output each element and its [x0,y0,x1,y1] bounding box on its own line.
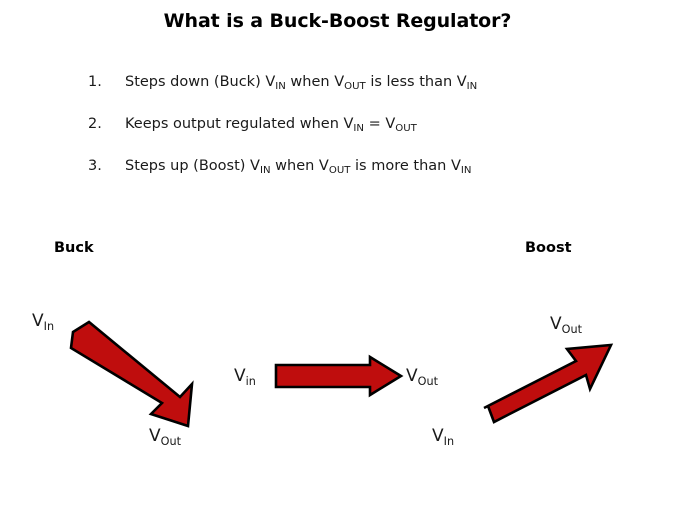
list-item-subscript-2: OUT [328,165,351,176]
boost-input-voltage-label: VIn [432,426,455,448]
buck-output-voltage-label: VOut [149,426,181,448]
page-title: What is a Buck-Boost Regulator? [163,10,512,32]
list-item-text-middle: when V [285,74,345,90]
list-item-text: Steps down (Buck) VIN when VOUT is less … [125,72,477,94]
buck-input-voltage-subscript: In [43,320,55,333]
regulated-output-voltage-subscript: Out [417,375,438,388]
buck-output-voltage-symbol: V [149,426,161,446]
list-item: 3. Steps up (Boost) VIN when VOUT is mor… [88,156,648,198]
list-item-text-middle: = V [363,116,396,132]
buck-input-voltage-symbol: V [32,311,44,331]
list-item-text-tail: is less than V [365,74,467,90]
regulated-output-voltage-symbol: V [406,366,418,386]
buck-output-voltage-subscript: Out [160,435,181,448]
buck-input-voltage-label: VIn [32,311,55,333]
regulated-input-voltage-subscript: in [245,375,256,388]
regulated-output-voltage-label: VOut [406,366,438,388]
section-label-boost: Boost [525,240,572,256]
list-item-number: 1. [88,74,102,90]
list-item-text: Steps up (Boost) VIN when VOUT is more t… [125,156,471,178]
regulated-arrow-icon [274,354,404,398]
boost-input-voltage-subscript: In [443,435,455,448]
list-item-subscript-3: IN [460,165,472,176]
list-item-number: 2. [88,116,102,132]
buck-arrow-icon [69,320,194,428]
list-item-text-tail: is more than V [350,158,461,174]
boost-output-voltage-symbol: V [550,314,562,334]
boost-input-voltage-symbol: V [432,426,444,446]
numbered-list: 1. Steps down (Buck) VIN when VOUT is le… [88,72,648,198]
list-item: 2. Keeps output regulated when VIN = VOU… [88,114,648,156]
boost-output-voltage-subscript: Out [561,323,582,336]
list-item-text-prefix: Steps down (Buck) V [125,74,276,90]
boost-arrow-icon [483,343,614,424]
list-item-subscript-3: IN [466,81,478,92]
regulated-input-voltage-symbol: V [234,366,246,386]
section-label-buck: Buck [54,240,94,256]
list-item-text-middle: when V [270,158,329,174]
list-item-subscript-1: IN [259,165,271,176]
list-item-subscript-1: IN [275,81,286,92]
list-item-number: 3. [88,158,102,174]
list-item-text-prefix: Steps up (Boost) V [125,158,260,174]
list-item-subscript-2: OUT [395,123,417,134]
list-item-subscript-2: OUT [344,81,366,92]
list-item-text-prefix: Keeps output regulated when V [125,116,354,132]
list-item-subscript-1: IN [353,123,364,134]
boost-output-voltage-label: VOut [550,314,582,336]
list-item: 1. Steps down (Buck) VIN when VOUT is le… [88,72,648,114]
regulated-input-voltage-label: Vin [234,366,256,388]
list-item-text: Keeps output regulated when VIN = VOUT [125,114,417,136]
